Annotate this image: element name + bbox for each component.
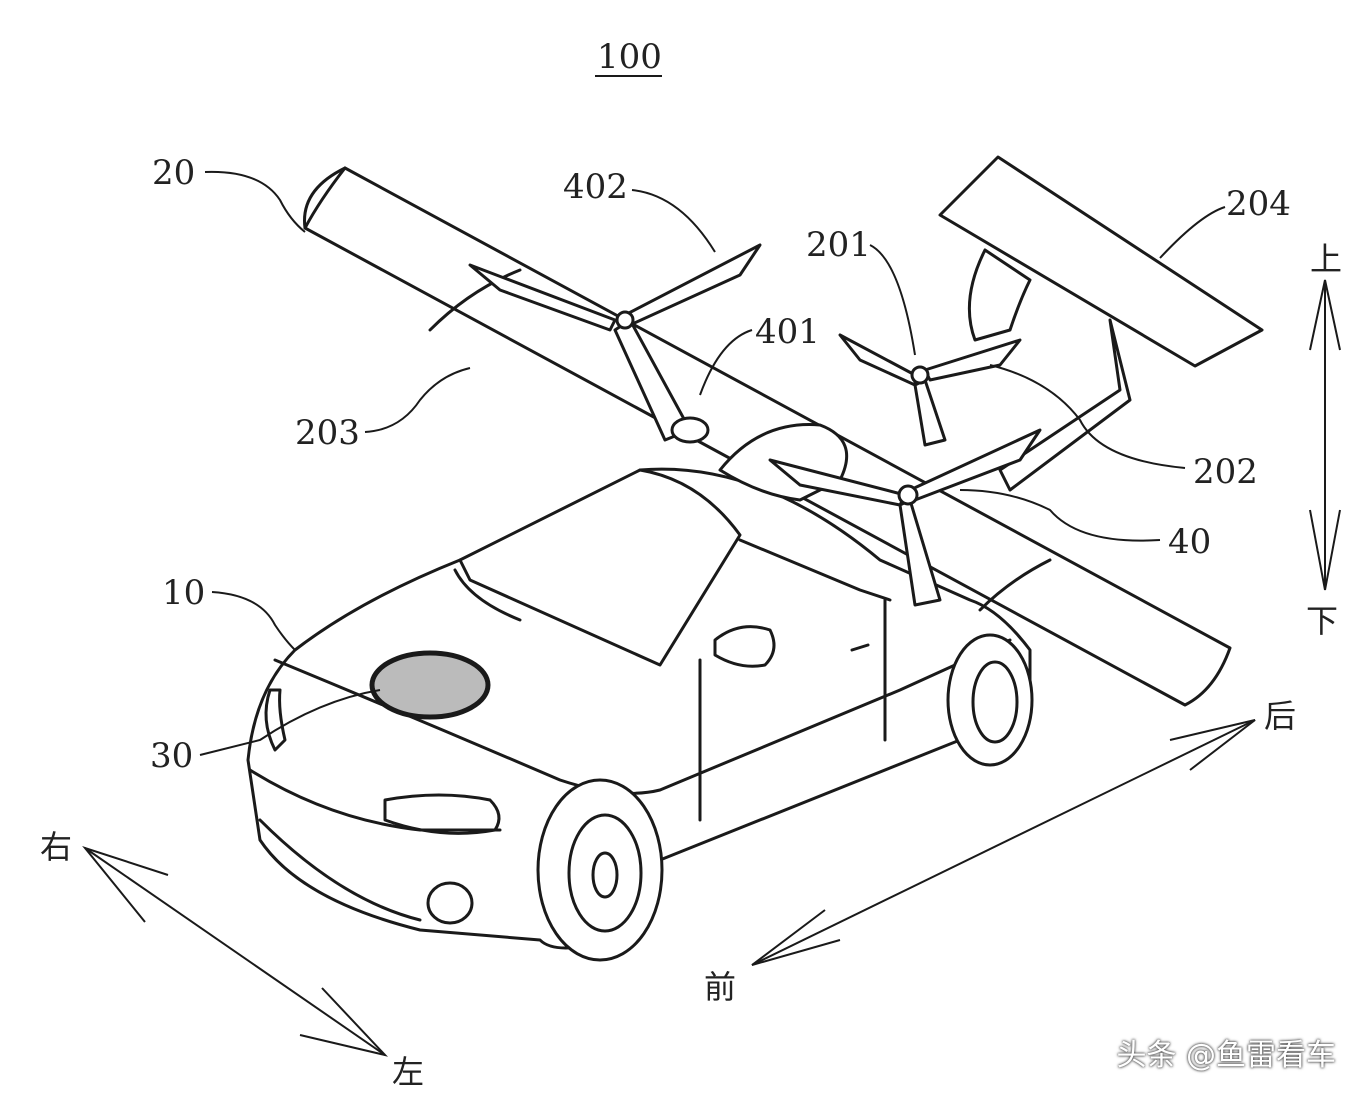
direction-right: 右 [40,828,72,866]
label-204: 204 [1226,184,1291,224]
direction-down: 下 [1306,602,1338,640]
direction-front: 前 [704,968,736,1006]
figure-number: 100 [597,37,662,77]
up-down-arrow [1309,279,1341,591]
propeller-40 [768,428,1042,607]
label-203: 203 [295,413,360,453]
label-401: 401 [755,312,820,352]
tail-wing [938,155,1264,492]
label-202: 202 [1193,452,1258,492]
direction-up: 上 [1310,240,1342,278]
label-40: 40 [1168,522,1211,562]
hood-fan-disk [369,650,491,720]
left-right-arrow [82,846,389,1057]
label-10: 10 [162,573,205,613]
car-body [246,467,1034,962]
propeller-402 [468,243,762,444]
front-rear-arrow [751,719,1256,966]
direction-left: 左 [392,1053,424,1091]
direction-rear: 后 [1264,697,1296,735]
propeller-201 [838,333,1022,447]
label-30: 30 [150,736,193,776]
label-201: 201 [806,225,871,265]
watermark: 头条 @鱼雷看车 [1116,1038,1336,1073]
label-402: 402 [563,167,628,207]
leader-lines [199,170,1226,756]
label-20: 20 [152,153,195,193]
